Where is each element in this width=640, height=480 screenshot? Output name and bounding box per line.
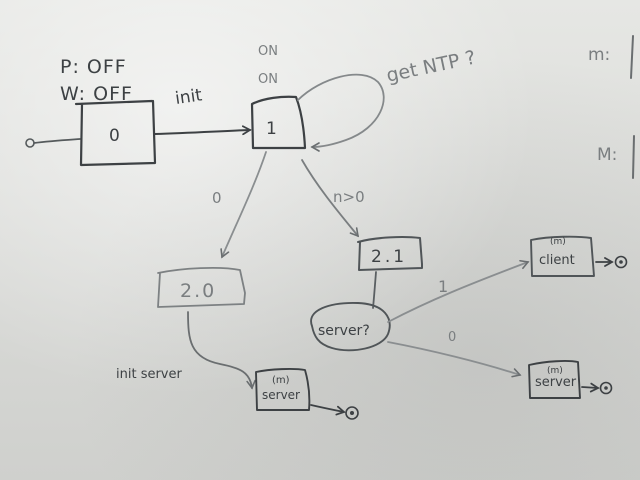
edge-bracket-bottom <box>632 135 635 179</box>
link-2-1-to-decision <box>372 271 377 309</box>
state-1-box <box>250 95 307 150</box>
transition-1-to-2-1 <box>301 159 360 238</box>
state-2-0: 2.0 <box>157 266 246 308</box>
init-transition-label: init <box>174 85 204 109</box>
state-1-label: 1 <box>266 119 277 139</box>
state-0-box <box>74 99 157 167</box>
state-server-bottom-box <box>255 368 311 411</box>
state-2-0-label: 2.0 <box>180 280 216 302</box>
server-bottom-final-inner <box>350 411 354 415</box>
state-server-right-tag: (m) <box>547 366 563 376</box>
edge-fragment-m: m: <box>588 45 610 65</box>
on-label-bottom: ON <box>258 72 278 87</box>
server-right-final-inner <box>604 386 608 390</box>
init-transition-arrow <box>154 125 252 136</box>
one-transition-label: 1 <box>438 277 448 296</box>
server-decision: server? <box>310 302 391 352</box>
state-client-tag: (m) <box>550 237 566 247</box>
state-server-right: (m) server <box>528 360 613 399</box>
n-gt-0-label: n>0 <box>333 188 365 206</box>
server-decision-label: server? <box>318 323 370 339</box>
state-2-0-box <box>157 266 246 308</box>
board-edge-notes: m: M: <box>588 35 635 179</box>
state-0: 0 <box>74 99 157 167</box>
decision-to-client-arrow <box>387 259 530 323</box>
decision-to-server-arrow <box>387 341 522 378</box>
p-off-label: P: OFF <box>60 56 127 78</box>
server-right-final-outer <box>599 381 613 395</box>
start-circle <box>25 138 35 148</box>
init-server-arrow <box>187 311 256 390</box>
state-server-right-label: server <box>535 375 577 390</box>
state-client-box <box>530 235 595 277</box>
zero-transition-label-left: 0 <box>212 189 222 207</box>
state-client: (m) client <box>530 235 628 277</box>
w-off-label: W: OFF <box>60 83 133 105</box>
init-server-label: init server <box>116 367 182 382</box>
state-server-bottom-label: server <box>262 388 300 402</box>
zero-transition-label-right: 0 <box>448 330 456 345</box>
client-final-outer <box>614 255 628 269</box>
get-ntp-label: get NTP ? <box>384 47 477 87</box>
state-server-bottom: (m) server <box>255 368 359 420</box>
state-2-1-label: 2.1 <box>371 247 407 267</box>
start-marker <box>25 138 81 148</box>
start-line <box>33 138 81 144</box>
state-server-bottom-tag: (m) <box>272 375 290 386</box>
client-final-inner <box>619 260 623 264</box>
transition-1-to-2-0 <box>220 151 267 259</box>
get-ntp-loop-arrow <box>297 73 385 152</box>
server-bottom-final-outer <box>345 406 359 420</box>
state-2-1-box <box>357 236 423 271</box>
edge-fragment-M: M: <box>597 145 617 165</box>
state-0-label: 0 <box>109 126 120 146</box>
on-label-top: ON <box>258 44 278 59</box>
state-server-right-box <box>528 360 581 399</box>
state-2-1: 2.1 <box>357 236 423 271</box>
edge-bracket-top <box>630 35 634 79</box>
state-1: 1 <box>250 95 307 150</box>
server-bottom-exit-arrow <box>310 404 346 416</box>
state-client-label: client <box>539 253 575 268</box>
server-decision-ellipse <box>310 302 391 352</box>
server-right-exit-arrow <box>581 382 600 393</box>
